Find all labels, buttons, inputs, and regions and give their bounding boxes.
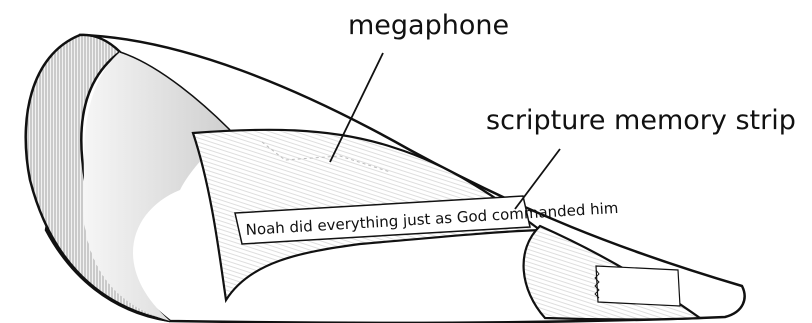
megaphone-label: megaphone [348, 10, 509, 41]
flap-fold-line [261, 141, 391, 173]
scripture-strip-label: scripture memory strip [486, 105, 796, 136]
strip-leader-line [514, 148, 561, 210]
megaphone-bell-edge [119, 51, 231, 131]
memory-strip-tab [594, 265, 681, 307]
megaphone-leader-line [329, 52, 384, 163]
megaphone-bell-inner [82, 52, 230, 321]
